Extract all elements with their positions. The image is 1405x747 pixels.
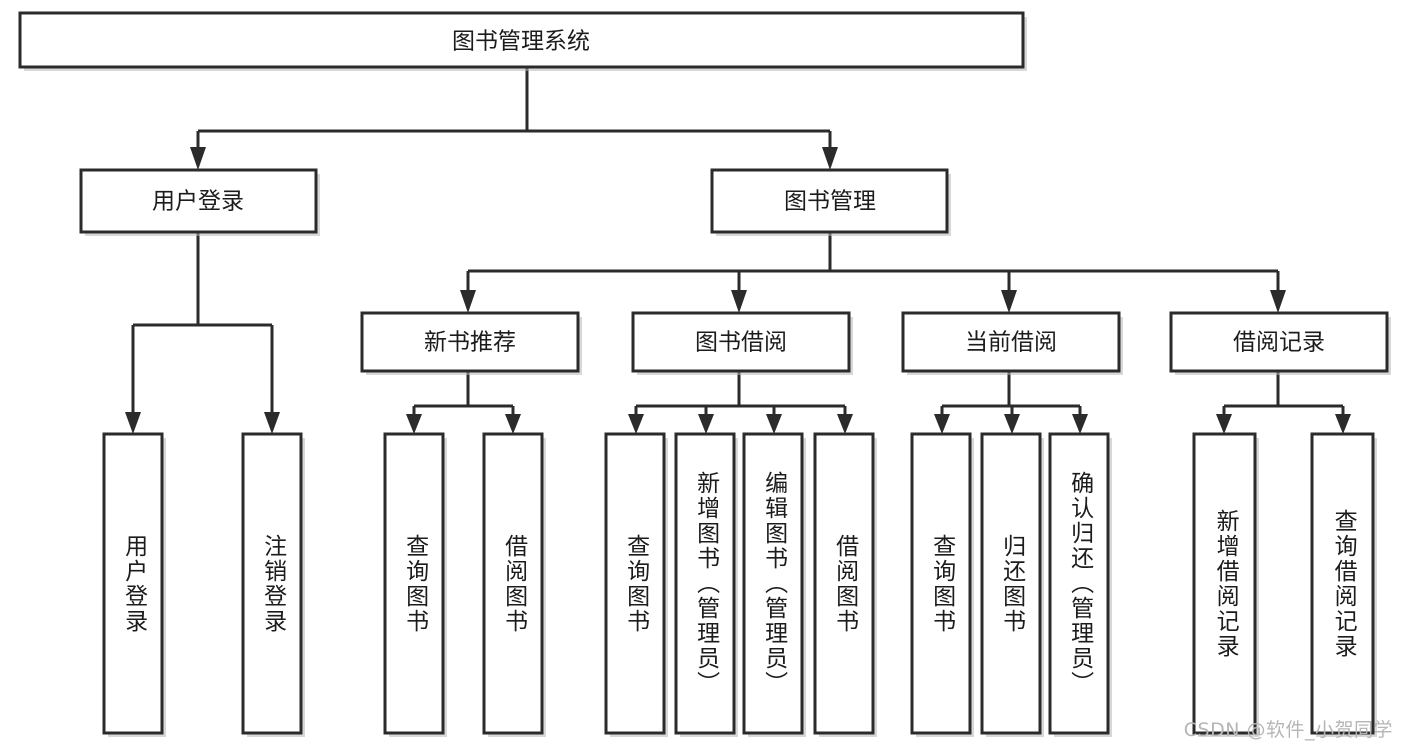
leaf-node-cb-confirm-return[interactable] bbox=[1048, 432, 1110, 735]
user-login-node-label: 用户登录 bbox=[152, 189, 244, 215]
leaf-node-logout[interactable] bbox=[241, 432, 303, 735]
borrow-record-node-box[interactable] bbox=[1169, 311, 1389, 373]
arrow-head-book-borrow bbox=[731, 290, 747, 313]
arrow-head-br-leaf-1 bbox=[1216, 414, 1232, 434]
arrow-head-book-manage bbox=[822, 147, 838, 170]
arrow-head-bb-leaf-1 bbox=[628, 414, 644, 434]
book-borrow-node-label: 图书借阅 bbox=[695, 330, 787, 356]
user-login-node-box[interactable] bbox=[79, 168, 318, 234]
arrow-head-bb-leaf-3 bbox=[766, 414, 782, 434]
arrow-head-group bbox=[125, 147, 1351, 434]
root-node-label: 图书管理系统 bbox=[452, 29, 590, 55]
arrow-head-br-leaf-2 bbox=[1335, 414, 1351, 434]
leaf-node-bb-search-book[interactable] bbox=[604, 432, 666, 735]
arrow-head-borrow-record bbox=[1270, 290, 1286, 313]
arrow-head-nb-leaf-2 bbox=[505, 414, 521, 434]
arrow-head-new-book bbox=[460, 290, 476, 313]
current-borrow-node-box[interactable] bbox=[901, 311, 1121, 373]
leaf-node-nb-borrow-book[interactable] bbox=[482, 432, 544, 735]
new-book-node-box[interactable] bbox=[360, 311, 580, 373]
leaf-node-bb-edit-book[interactable] bbox=[742, 432, 804, 735]
arrow-head-nb-leaf-1 bbox=[406, 414, 422, 434]
root-node-box[interactable] bbox=[18, 11, 1025, 69]
arrow-head-cb-leaf-1 bbox=[934, 414, 950, 434]
arrow-head-leaf-logout bbox=[264, 412, 280, 434]
leaf-node-nb-search-book[interactable] bbox=[383, 432, 445, 735]
arrow-head-bb-leaf-2 bbox=[698, 414, 714, 434]
leaf-node-bb-borrow-book[interactable] bbox=[813, 432, 875, 735]
leaf-node-br-add-record[interactable] bbox=[1192, 432, 1257, 735]
watermark-text: CSDN @软件_小贺同学 bbox=[1183, 719, 1393, 741]
leaf-node-br-search-record[interactable] bbox=[1310, 432, 1375, 735]
arrow-head-leaf-user-login bbox=[125, 412, 141, 434]
arrow-head-bb-leaf-4 bbox=[837, 414, 853, 434]
arrow-head-current-borrow bbox=[1001, 290, 1017, 313]
book-borrow-node-box[interactable] bbox=[631, 311, 851, 373]
borrow-record-node-label: 借阅记录 bbox=[1233, 330, 1325, 356]
node-box-group: 图书管理系统 用户登录 图书管理 新书推荐 图书借阅 当前借阅 借阅记录 bbox=[18, 11, 1391, 737]
arrow-head-user-login bbox=[190, 147, 206, 170]
book-manage-node-box[interactable] bbox=[710, 168, 949, 234]
leaf-node-cb-search-book[interactable] bbox=[910, 432, 972, 735]
current-borrow-node-label: 当前借阅 bbox=[965, 330, 1057, 356]
leaf-node-bb-add-book[interactable] bbox=[674, 432, 736, 735]
new-book-node-label: 新书推荐 bbox=[424, 330, 516, 356]
leaf-node-cb-return-book[interactable] bbox=[980, 432, 1042, 735]
arrow-head-cb-leaf-3 bbox=[1072, 414, 1088, 434]
book-manage-node-label: 图书管理 bbox=[784, 189, 876, 215]
arrow-head-cb-leaf-2 bbox=[1004, 414, 1020, 434]
leaf-node-user-login[interactable] bbox=[102, 432, 164, 735]
